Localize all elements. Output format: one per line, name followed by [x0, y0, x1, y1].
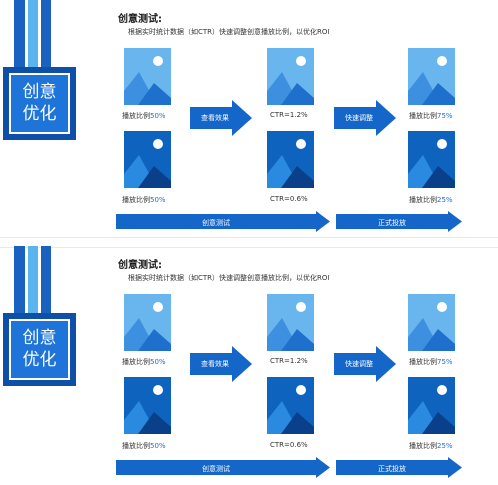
play-ratio-caption: 播放比例50%: [122, 196, 166, 204]
creative-image-light-icon: [408, 294, 455, 351]
section-description: 根据实时统计数据（如CTR）快速调整创意播放比例，以优化ROI: [128, 274, 330, 282]
creative-optimization-badge: 创意 优化: [3, 313, 76, 386]
play-ratio-caption: 播放比例75%: [409, 358, 453, 366]
play-ratio-caption: 播放比例50%: [122, 358, 166, 366]
play-ratio-caption: 播放比例75%: [409, 112, 453, 120]
badge-line-2: 优化: [22, 104, 57, 124]
view-effect-label: 查看效果: [201, 360, 229, 368]
creative-image-dark-icon: [124, 377, 171, 434]
badge-stripe: [14, 246, 25, 316]
play-ratio-caption: 播放比例50%: [122, 112, 166, 120]
creative-image-dark-icon: [408, 131, 455, 188]
badge-stripe: [14, 0, 25, 70]
quick-adjust-arrow: 快速调整: [334, 100, 396, 136]
creative-optimization-panel-1: 创意 优化 创意测试: 根据实时统计数据（如CTR）快速调整创意播放比例，以优化…: [0, 0, 498, 237]
play-ratio-caption: 播放比例50%: [122, 442, 166, 450]
badge-line-1: 创意: [22, 82, 57, 102]
section-title: 创意测试:: [118, 14, 162, 25]
launch-label: 正式投放: [378, 219, 406, 227]
creative-test-label: 创意测试: [202, 219, 230, 227]
badge-stripe: [28, 0, 38, 70]
creative-image-light-icon: [124, 48, 171, 105]
creative-image-dark-icon: [408, 377, 455, 434]
badge-stripe: [28, 246, 38, 316]
creative-image-dark-icon: [267, 131, 314, 188]
creative-test-phase-arrow: 创意测试: [116, 211, 330, 232]
section-title: 创意测试:: [118, 260, 162, 271]
creative-optimization-panel-2: 创意 优化 创意测试: 根据实时统计数据（如CTR）快速调整创意播放比例，以优化…: [0, 246, 498, 483]
creative-image-light-icon: [124, 294, 171, 351]
view-effect-arrow: 查看效果: [190, 346, 252, 382]
badge-stripe: [41, 0, 51, 70]
launch-phase-arrow: 正式投放: [336, 211, 462, 232]
creative-image-dark-icon: [267, 377, 314, 434]
view-effect-arrow: 查看效果: [190, 100, 252, 136]
ctr-caption: CTR=0.6%: [270, 441, 308, 449]
creative-image-dark-icon: [124, 131, 171, 188]
view-effect-label: 查看效果: [201, 114, 229, 122]
creative-image-light-icon: [408, 48, 455, 105]
creative-optimization-badge: 创意 优化: [3, 67, 76, 140]
ctr-caption: CTR=1.2%: [270, 111, 308, 119]
section-description: 根据实时统计数据（如CTR）快速调整创意播放比例，以优化ROI: [128, 28, 330, 36]
launch-label: 正式投放: [378, 465, 406, 473]
play-ratio-caption: 播放比例25%: [409, 442, 453, 450]
panel-divider: [0, 237, 498, 248]
quick-adjust-label: 快速调整: [345, 114, 373, 122]
creative-test-phase-arrow: 创意测试: [116, 457, 330, 478]
creative-test-label: 创意测试: [202, 465, 230, 473]
badge-line-2: 优化: [22, 350, 57, 370]
creative-image-light-icon: [267, 294, 314, 351]
creative-image-light-icon: [267, 48, 314, 105]
quick-adjust-arrow: 快速调整: [334, 346, 396, 382]
launch-phase-arrow: 正式投放: [336, 457, 462, 478]
quick-adjust-label: 快速调整: [345, 360, 373, 368]
ctr-caption: CTR=0.6%: [270, 195, 308, 203]
badge-stripe: [41, 246, 51, 316]
play-ratio-caption: 播放比例25%: [409, 196, 453, 204]
ctr-caption: CTR=1.2%: [270, 357, 308, 365]
badge-line-1: 创意: [22, 328, 57, 348]
